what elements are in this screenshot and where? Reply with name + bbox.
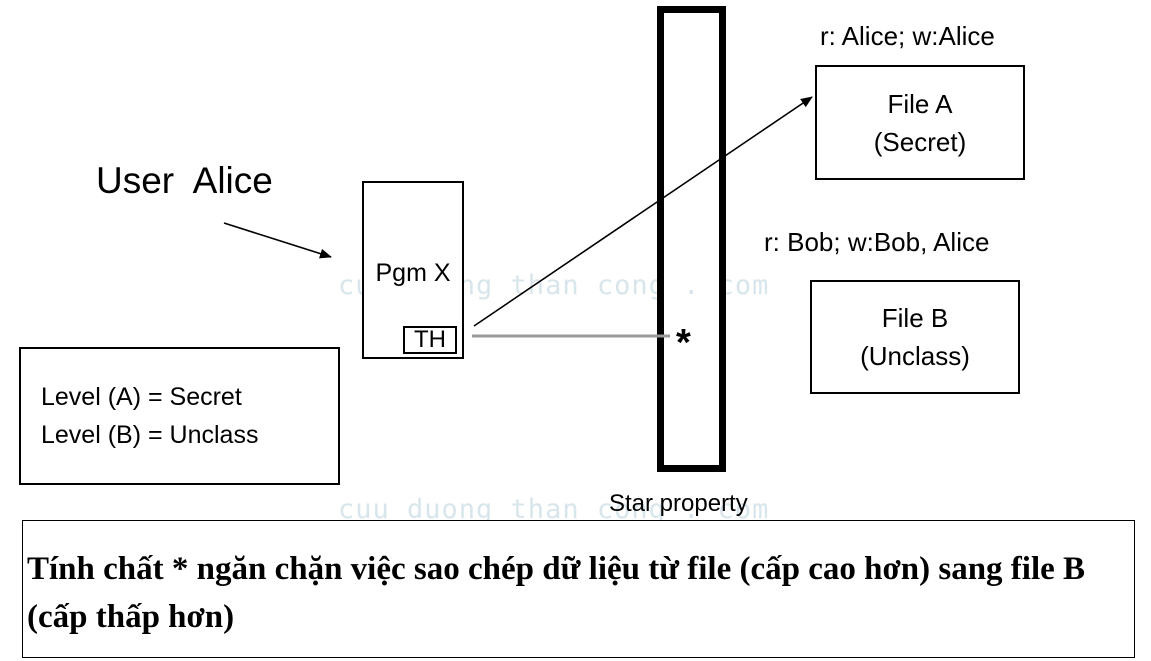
file-b-acl: r: Bob; w:Bob, Alice	[764, 227, 990, 257]
user-to-program-arrow	[223, 222, 332, 259]
program-to-file-a-arrow	[473, 96, 813, 327]
program-box: Pgm X TH	[362, 181, 464, 359]
file-a-box: File A (Secret)	[815, 65, 1025, 180]
levels-box: Level (A) = Secret Level (B) = Unclass	[19, 347, 340, 485]
caption-box: Tính chất * ngăn chặn việc sao chép dữ l…	[22, 520, 1135, 658]
trojan-horse-box: TH	[403, 326, 457, 354]
star-symbol: *	[676, 322, 691, 364]
level-a-text: Level (A) = Secret	[41, 383, 242, 411]
star-property-label: Star property	[609, 490, 748, 517]
user-label: User Alice	[96, 160, 273, 201]
trojan-horse-label: TH	[414, 326, 446, 353]
caption-text: Tính chất * ngăn chặn việc sao chép dữ l…	[27, 551, 1086, 635]
file-a-name: File A	[887, 88, 953, 119]
file-a-acl: r: Alice; w:Alice	[820, 21, 995, 51]
program-label: Pgm X	[375, 259, 451, 287]
file-a-class: (Secret)	[873, 126, 967, 157]
file-b-box: File B (Unclass)	[810, 280, 1020, 394]
star-property-barrier	[657, 6, 726, 472]
file-b-name: File B	[881, 303, 949, 333]
level-b-text: Level (B) = Unclass	[41, 421, 259, 449]
file-b-class: (Unclass)	[860, 341, 970, 371]
watermark-bottom: cuu duong than cong . com	[338, 494, 770, 525]
